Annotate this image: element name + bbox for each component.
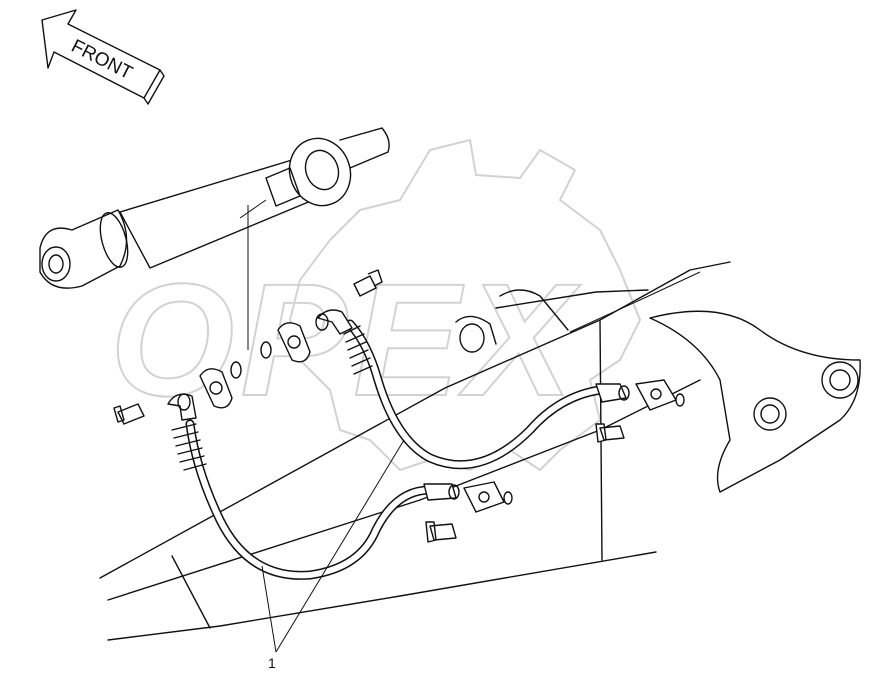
o-ring-boom-lower xyxy=(503,491,513,505)
cylinder-leader xyxy=(239,199,267,350)
callout-leader xyxy=(261,439,405,653)
cylinder-base-eye xyxy=(41,246,71,282)
hose-upper-end-face xyxy=(618,385,630,401)
callout-number: 1 xyxy=(268,655,276,671)
hose-lower-outline xyxy=(185,419,435,580)
flange-boom-upper-hole xyxy=(650,388,662,400)
bolt-1 xyxy=(353,269,383,297)
front-arrow-shape xyxy=(41,9,161,99)
hose-upper-elbow-face xyxy=(315,313,329,331)
bolt-2 xyxy=(113,403,145,425)
boom-joint-hole-2 xyxy=(753,397,787,431)
boom-lower-edge xyxy=(107,551,657,641)
fittings-and-bolts xyxy=(113,269,685,543)
hose-lower-end-face xyxy=(448,484,460,500)
watermark-gear xyxy=(289,139,641,471)
cylinder-port-block xyxy=(265,167,301,207)
flange-cylinder-upper xyxy=(277,322,311,363)
boom-bracket xyxy=(455,289,569,345)
flange-boom-lower-hole xyxy=(478,491,490,503)
boom-bracket-top xyxy=(495,289,649,309)
hydraulic-cylinder xyxy=(39,127,390,350)
cylinder-head-inner xyxy=(304,149,340,191)
flange-boom-upper xyxy=(635,379,677,411)
boom-joint-hole-2-inner xyxy=(760,404,780,424)
cylinder-base-eye-inner xyxy=(48,254,64,274)
hydraulic-hose-lower xyxy=(167,393,460,580)
hose-lower-spring-guard xyxy=(171,423,207,471)
o-ring-upper xyxy=(260,341,272,359)
callout-1: 1 xyxy=(261,439,405,671)
flange-cylinder-upper-hole xyxy=(287,335,301,349)
bolt-3 xyxy=(595,423,625,443)
boom-joint-hole-1 xyxy=(821,361,859,399)
hydraulic-hose-upper xyxy=(315,309,630,470)
o-ring-boom-upper xyxy=(675,393,685,407)
boom-joint-plate xyxy=(649,310,861,493)
front-arrow-depth xyxy=(143,69,165,105)
hose-upper-end-fitting xyxy=(595,383,627,403)
hose-lower-fill xyxy=(187,421,433,579)
hose-upper-fill xyxy=(347,321,603,468)
flange-boom-lower xyxy=(463,481,505,513)
bolt-4 xyxy=(425,521,457,543)
boom-pipe-line xyxy=(569,271,701,333)
cylinder-neck xyxy=(99,212,129,268)
hose-lower-elbow-face xyxy=(177,393,191,411)
hose-upper-spring-guard xyxy=(343,325,373,375)
boom-joint-hole-1-inner xyxy=(829,369,851,391)
flange-cylinder-lower-hole xyxy=(209,381,223,395)
cylinder-head-collar xyxy=(288,137,352,207)
front-arrow: FRONT xyxy=(41,9,165,105)
o-ring-lower xyxy=(230,361,242,379)
boom-arm xyxy=(99,261,861,641)
cylinder-rod xyxy=(339,127,390,169)
flange-cylinder-lower xyxy=(199,368,233,409)
boom-bracket-hole xyxy=(459,323,485,353)
